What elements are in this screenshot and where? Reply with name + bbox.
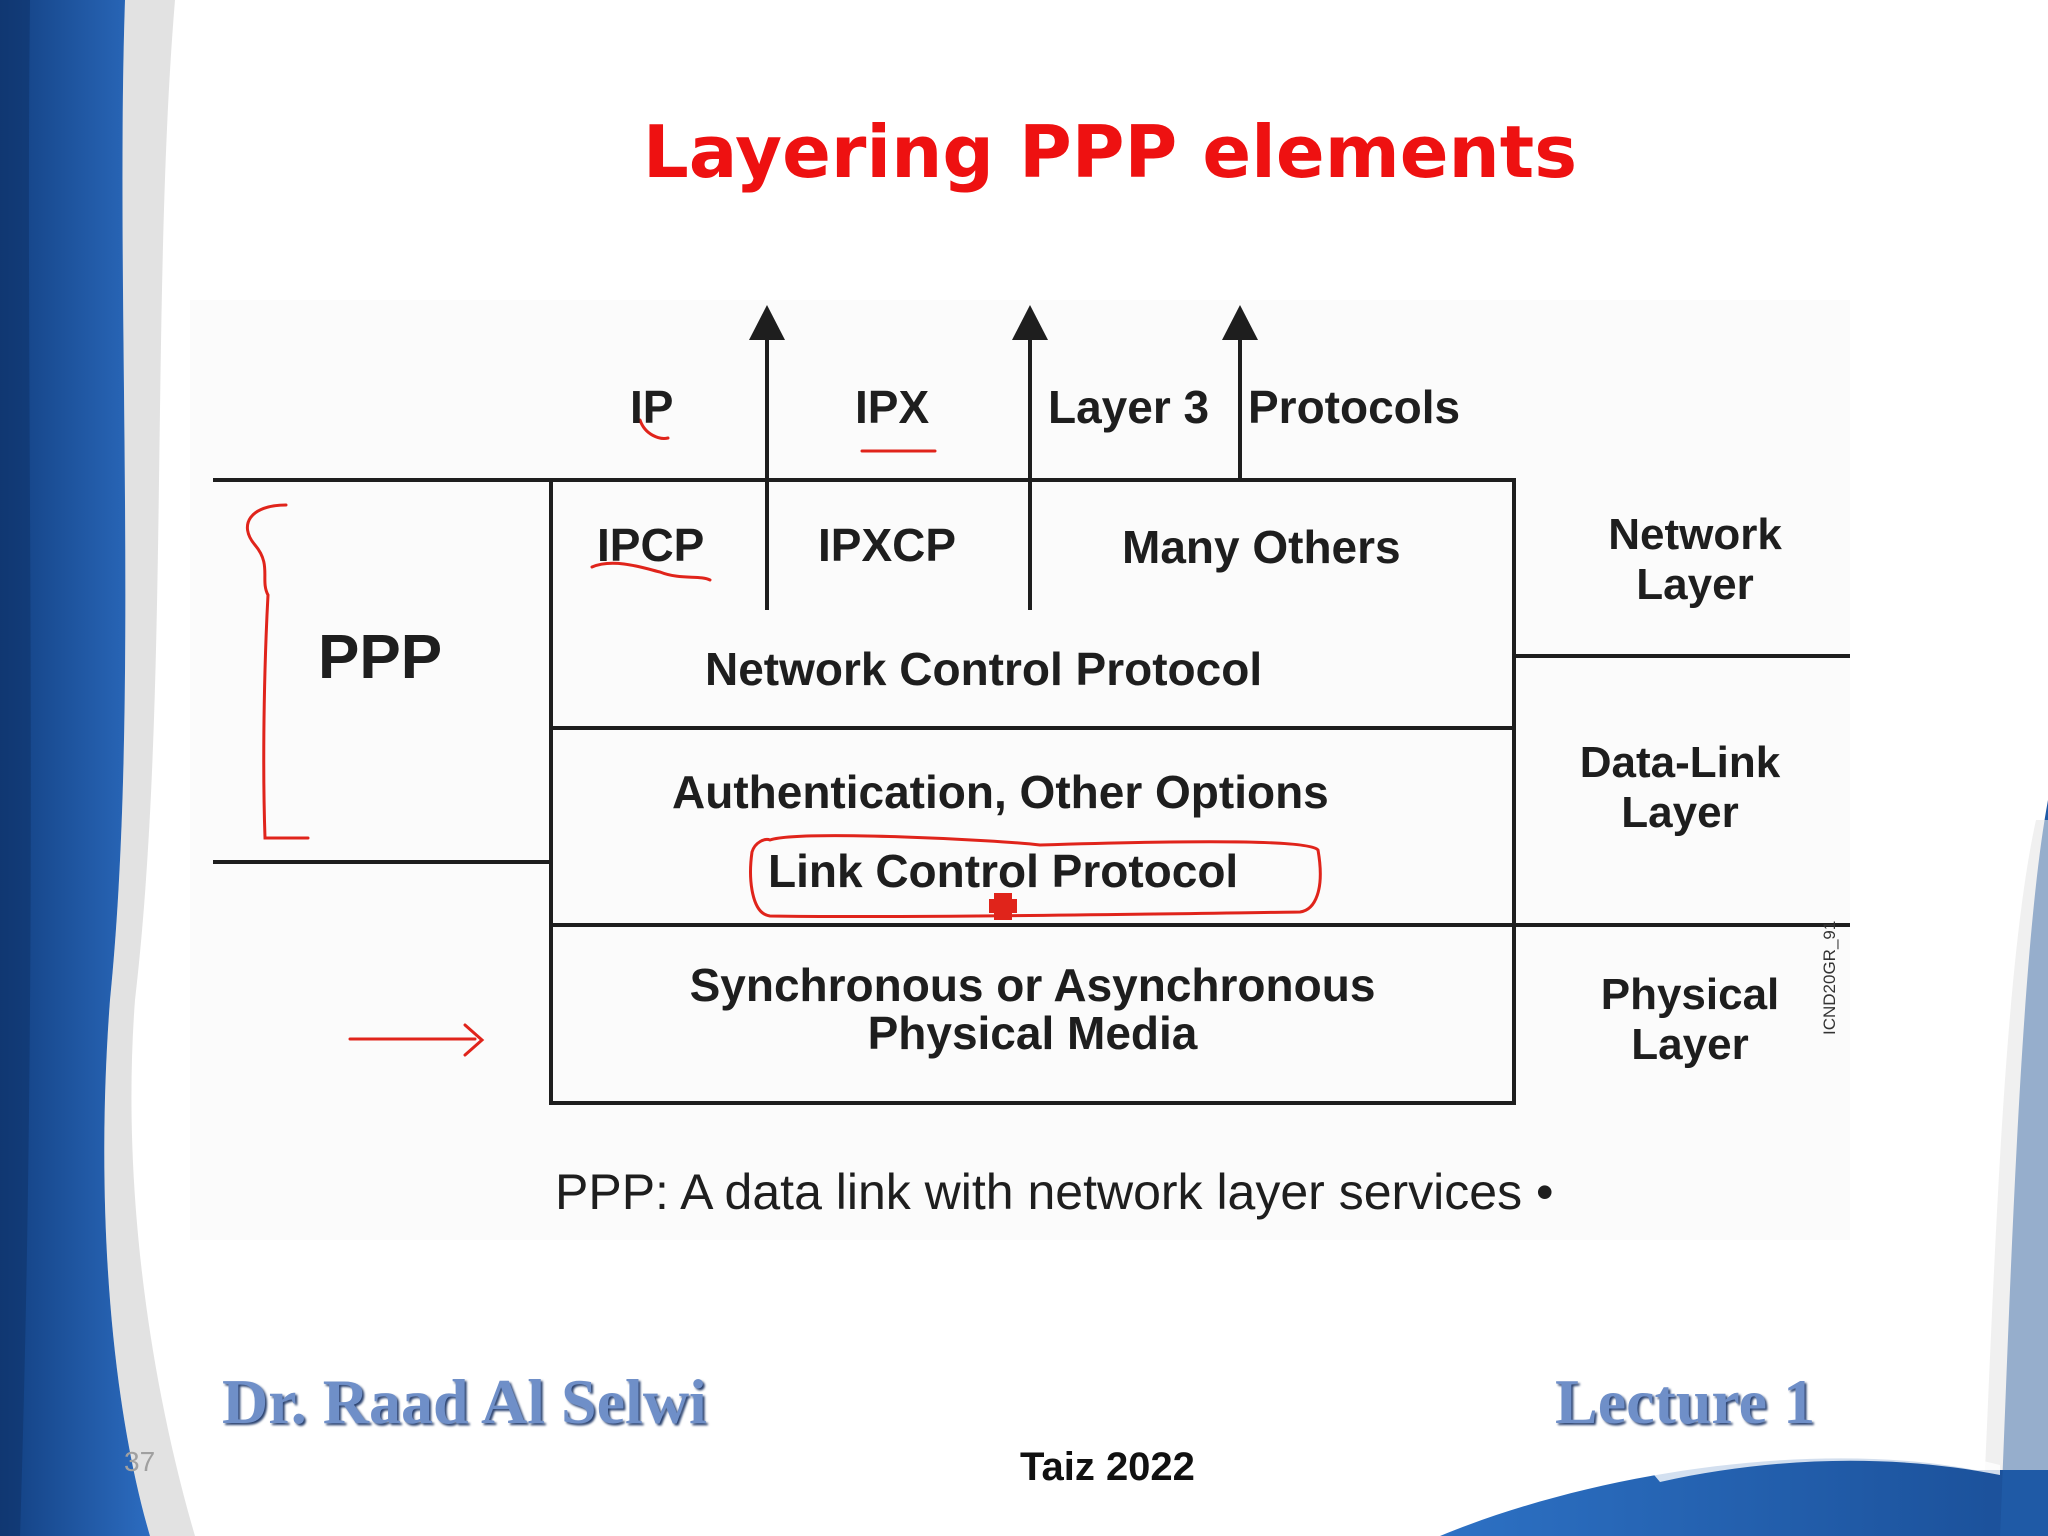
link-control-protocol-label: Link Control Protocol xyxy=(768,845,1239,897)
lecture-footer: Lecture 1 xyxy=(1555,1366,1816,1437)
authentication-options-label: Authentication, Other Options xyxy=(672,766,1329,818)
place-year-footer: Taiz 2022 xyxy=(1020,1445,1195,1489)
ppp-label: PPP xyxy=(318,623,443,692)
diagram-caption: PPP: A data link with network layer serv… xyxy=(555,1164,1554,1220)
physical-media-line1: Synchronous or Asynchronous xyxy=(689,959,1376,1011)
protocols-label: Protocols xyxy=(1248,381,1461,433)
figure-code: ICND20GR_91 xyxy=(1820,920,1839,1035)
network-layer-label: Network Layer xyxy=(1608,510,1782,609)
ipcp-label: IPCP xyxy=(597,519,705,571)
network-control-protocol-label: Network Control Protocol xyxy=(705,643,1263,695)
author-footer: Dr. Raad Al Selwi xyxy=(222,1366,707,1437)
diagram-panel xyxy=(190,300,1850,1240)
slide-number: 37 xyxy=(124,1446,156,1477)
physical-layer-label: Physical Layer xyxy=(1600,970,1780,1069)
slide-title: Layering PPP elements xyxy=(642,110,1578,194)
layer3-label: Layer 3 xyxy=(1048,381,1210,433)
protocol-ip-label: IP xyxy=(630,381,674,433)
physical-media-line2: Physical Media xyxy=(867,1007,1198,1059)
data-link-layer-label: Data-Link Layer xyxy=(1579,738,1781,837)
many-others-label: Many Others xyxy=(1122,521,1401,573)
ipxcp-label: IPXCP xyxy=(818,519,957,571)
protocol-ipx-label: IPX xyxy=(855,381,930,433)
